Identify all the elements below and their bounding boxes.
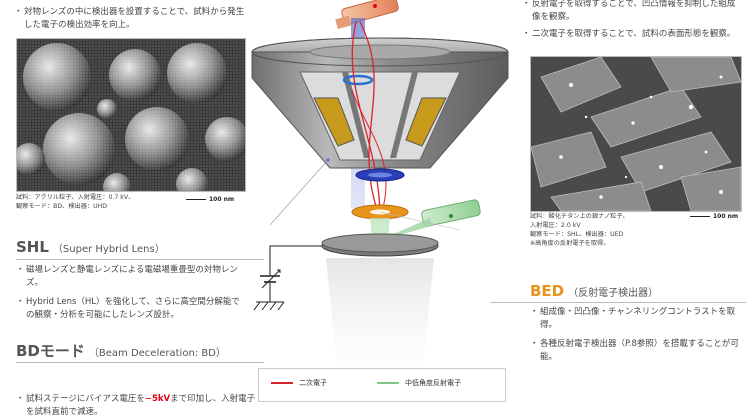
right-scale-bar: 100 nm: [690, 213, 738, 220]
electron-legend: 二次電子 中低角度反射電子: [258, 368, 506, 402]
sem-image-acrylic-particles: [16, 38, 246, 192]
shl-bullets: 磁場レンズと静電レンズによる電磁場重畳型の対物レンズ。 Hybrid Lens（…: [16, 264, 246, 322]
legend-item-mid-low-angle: 中低角度反射電子: [377, 378, 461, 388]
acrylic-particles-graphic: [17, 39, 245, 191]
bd-divider: [16, 362, 264, 363]
sem-image-tio2-ag: [530, 56, 742, 212]
secondary-electron-path: [351, 21, 381, 219]
bed-divider: [490, 302, 746, 303]
stage-reflection: [326, 258, 434, 400]
shl-heading: SHL（Super Hybrid Lens）: [16, 238, 165, 256]
bias-voltage-circuit-icon: [253, 245, 322, 311]
right-top-bullets: 反射電子を取得することで、凹凸情報を抑制した組成像を観察。 二次電子を取得するこ…: [522, 0, 742, 41]
coil-left: [313, 97, 355, 147]
left-top-bullet: 対物レンズの中に検出器を設置することで、試料から発生した電子の検出効率を向上。: [14, 6, 252, 32]
tio2-crystals-graphic: [531, 57, 741, 211]
bias-voltage-value: −5kV: [144, 394, 171, 404]
right-sem-caption: 試料：酸化チタン上の銀ナノ粒子、 入射電圧：2.0 kV 観察モード：SHL、検…: [530, 213, 629, 247]
upper-detector-icon: [335, 0, 399, 29]
left-scale-bar: 100 nm: [186, 196, 234, 203]
upper-ring-detector: [342, 74, 374, 86]
bd-heading: BDモード（Beam Deceleration: BD）: [16, 342, 226, 360]
objective-lens-diagram: [251, 0, 509, 400]
bed-bullets: 組成像・凹凸像・チャンネリングコントラストを取得。 各種反射電子検出器（P.8参…: [530, 306, 742, 364]
bed-heading: BED（反射電子検出器）: [530, 282, 659, 300]
legend-item-secondary: 二次電子: [271, 378, 327, 388]
leader-shl: [269, 159, 329, 226]
shl-divider: [16, 259, 264, 260]
coil-right: [405, 97, 447, 147]
bd-bullet: 試料ステージにバイアス電圧を−5kVまで印加し、入射電子を試料直前で減速。: [16, 393, 258, 419]
left-sem-caption: 試料：アクリル粒子、入射電圧：0.7 kV、 観察モード：BD、検出器：UHD: [16, 194, 135, 210]
